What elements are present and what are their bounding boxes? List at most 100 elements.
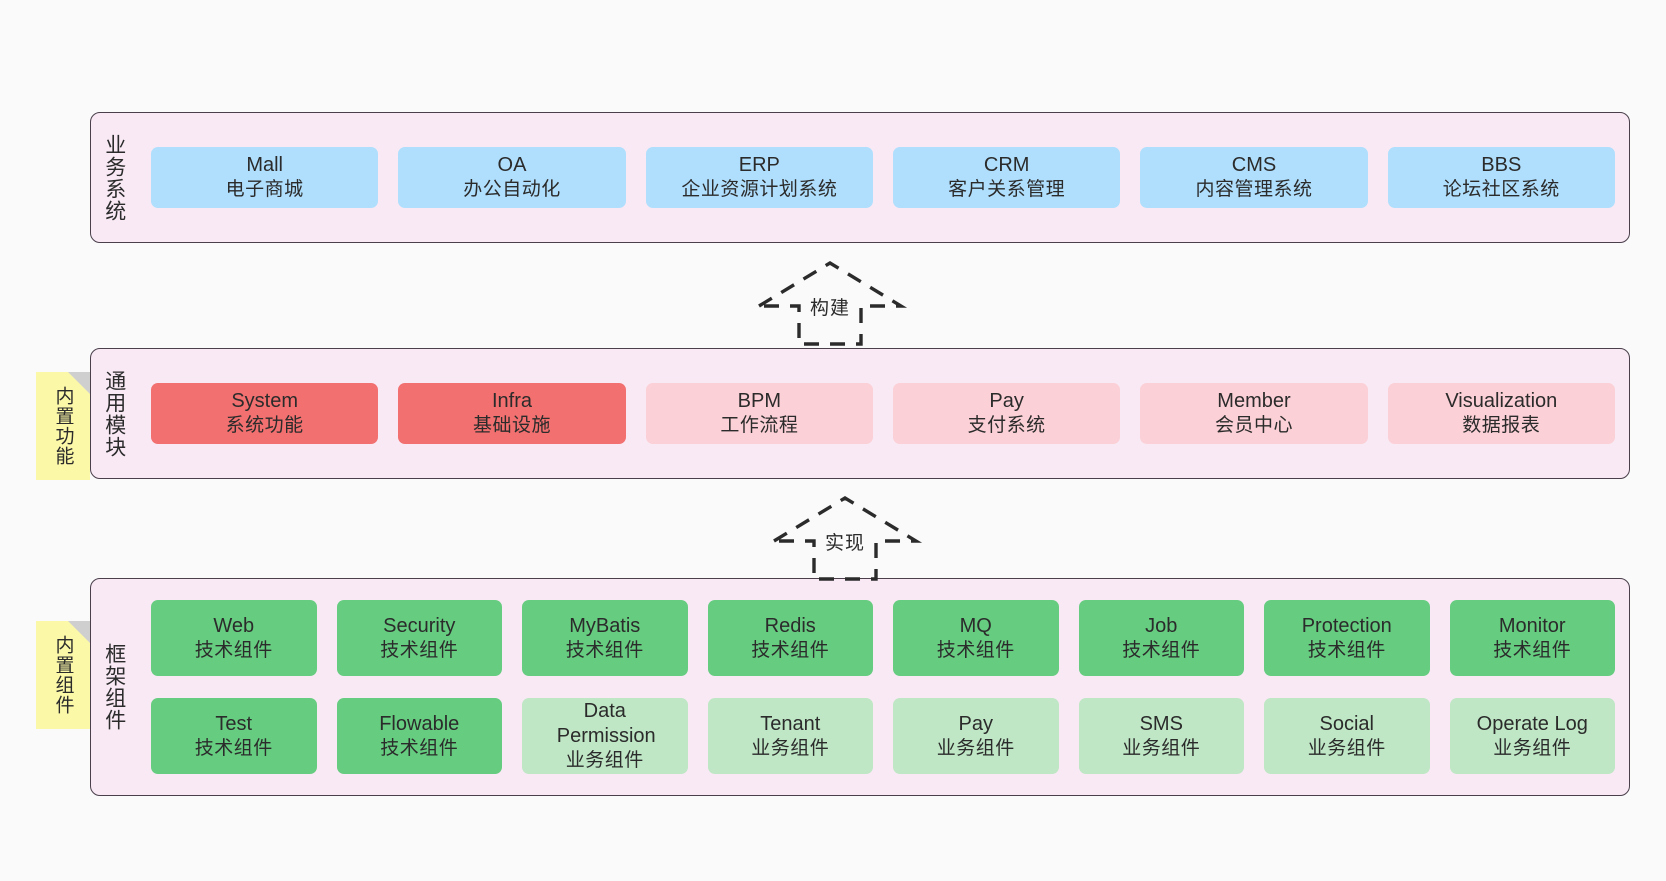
layer-body-framework-component: Web 技术组件 Security 技术组件 MyBatis 技术组件 Redi… xyxy=(137,579,1629,795)
card-bbs[interactable]: BBS 论坛社区系统 xyxy=(1387,147,1615,208)
card-pay[interactable]: Pay 支付系统 xyxy=(892,383,1121,444)
card-oa[interactable]: OA 办公自动化 xyxy=(398,147,626,208)
layer-title-business: 业务系统 xyxy=(102,133,126,222)
card-title-en: Job xyxy=(1145,614,1178,637)
card-title-en: Tenant xyxy=(760,712,821,735)
card-title-en: Flowable xyxy=(379,712,460,735)
note-builtin-function: 内置功能 xyxy=(36,372,90,480)
card-title-en: Social xyxy=(1319,712,1374,735)
card-title-en: MyBatis xyxy=(569,614,641,637)
card-title-cn: 客户关系管理 xyxy=(948,179,1066,201)
card-mybatis[interactable]: MyBatis 技术组件 xyxy=(522,600,688,676)
card-system[interactable]: System 系统功能 xyxy=(151,383,379,444)
card-title-en: BPM xyxy=(737,390,781,413)
layer-body-common-module: System 系统功能 Infra 基础设施 BPM 工作流程 Pay 支付系统… xyxy=(137,349,1629,478)
card-redis[interactable]: Redis 技术组件 xyxy=(707,600,873,676)
card-title-cn: 技术组件 xyxy=(1122,639,1201,661)
note-label: 内置功能 xyxy=(52,386,74,466)
card-operate-log[interactable]: Operate Log 业务组件 xyxy=(1449,698,1615,774)
card-row: Test 技术组件 Flowable 技术组件 Data Permission … xyxy=(151,698,1615,774)
card-protection[interactable]: Protection 技术组件 xyxy=(1264,600,1430,676)
card-title-en: MQ xyxy=(959,614,992,637)
card-title-cn: 内容管理系统 xyxy=(1195,179,1313,201)
card-title-cn: 业务组件 xyxy=(936,737,1015,759)
card-title-cn: 企业资源计划系统 xyxy=(681,179,838,201)
card-row: Mall 电子商城 OA 办公自动化 ERP 企业资源计划系统 CRM 客户关系… xyxy=(151,147,1615,208)
card-row: Web 技术组件 Security 技术组件 MyBatis 技术组件 Redi… xyxy=(151,600,1615,676)
card-job[interactable]: Job 技术组件 xyxy=(1078,600,1244,676)
card-title-cn: 技术组件 xyxy=(380,639,459,661)
card-social[interactable]: Social 业务组件 xyxy=(1264,698,1430,774)
card-title-en: Security xyxy=(383,614,456,637)
card-monitor[interactable]: Monitor 技术组件 xyxy=(1449,600,1615,676)
card-title-en: ERP xyxy=(738,154,780,177)
card-title-cn: 技术组件 xyxy=(936,639,1015,661)
card-title-cn: 办公自动化 xyxy=(463,179,561,201)
card-data-permission[interactable]: Data Permission 业务组件 xyxy=(522,698,688,774)
card-mall[interactable]: Mall 电子商城 xyxy=(151,147,379,208)
layer-framework-component: 框架组件 Web 技术组件 Security 技术组件 MyBatis 技术组件… xyxy=(90,578,1630,796)
layer-business-system: 业务系统 Mall 电子商城 OA 办公自动化 ERP 企业资源计划系统 CRM… xyxy=(90,112,1630,243)
card-title-cn: 技术组件 xyxy=(565,639,644,661)
card-bpm[interactable]: BPM 工作流程 xyxy=(645,383,873,444)
note-label: 内置组件 xyxy=(52,635,74,715)
card-title-en: Redis xyxy=(764,614,816,637)
card-erp[interactable]: ERP 企业资源计划系统 xyxy=(645,147,873,208)
card-sms[interactable]: SMS 业务组件 xyxy=(1078,698,1244,774)
card-tenant[interactable]: Tenant 业务组件 xyxy=(707,698,873,774)
card-title-cn: 业务组件 xyxy=(1307,737,1386,759)
card-pay-component[interactable]: Pay 业务组件 xyxy=(893,698,1059,774)
card-crm[interactable]: CRM 客户关系管理 xyxy=(892,147,1121,208)
card-security[interactable]: Security 技术组件 xyxy=(336,600,502,676)
arrow-build: 构建 xyxy=(752,258,908,346)
card-title-cn: 会员中心 xyxy=(1214,415,1293,437)
card-title-cn: 技术组件 xyxy=(380,737,459,759)
card-title-en: SMS xyxy=(1139,712,1183,735)
card-title-en: Web xyxy=(213,614,255,637)
layer-common-module: 通用模块 System 系统功能 Infra 基础设施 BPM 工作流程 Pay… xyxy=(90,348,1630,479)
card-mq[interactable]: MQ 技术组件 xyxy=(893,600,1059,676)
card-title-cn: 技术组件 xyxy=(194,639,273,661)
card-title-cn: 技术组件 xyxy=(1493,639,1572,661)
card-visualization[interactable]: Visualization 数据报表 xyxy=(1387,383,1615,444)
card-title-cn: 系统功能 xyxy=(225,415,304,437)
card-title-cn: 业务组件 xyxy=(751,737,830,759)
arrow-label-implement: 实现 xyxy=(824,533,866,554)
card-title-en: Data Permission xyxy=(556,700,656,748)
card-title-en: Test xyxy=(215,712,253,735)
card-title-en: Protection xyxy=(1301,614,1392,637)
card-row: System 系统功能 Infra 基础设施 BPM 工作流程 Pay 支付系统… xyxy=(151,383,1615,444)
card-title-cn: 技术组件 xyxy=(1307,639,1386,661)
card-test[interactable]: Test 技术组件 xyxy=(151,698,317,774)
card-title-en: Monitor xyxy=(1498,614,1566,637)
card-flowable[interactable]: Flowable 技术组件 xyxy=(336,698,502,774)
card-member[interactable]: Member 会员中心 xyxy=(1140,383,1368,444)
card-title-en: Pay xyxy=(958,712,993,735)
card-title-cn: 业务组件 xyxy=(1122,737,1201,759)
arrow-implement: 实现 xyxy=(767,493,923,581)
card-title-en: CMS xyxy=(1231,154,1277,177)
card-title-en: CRM xyxy=(983,154,1030,177)
layer-body-business: Mall 电子商城 OA 办公自动化 ERP 企业资源计划系统 CRM 客户关系… xyxy=(137,113,1629,242)
card-title-cn: 数据报表 xyxy=(1462,415,1541,437)
layer-title-framework-component: 框架组件 xyxy=(102,643,126,731)
card-infra[interactable]: Infra 基础设施 xyxy=(398,383,626,444)
card-title-cn: 论坛社区系统 xyxy=(1442,179,1560,201)
note-builtin-component: 内置组件 xyxy=(36,621,90,729)
layer-title-common-module: 通用模块 xyxy=(102,369,126,458)
arrow-label-build: 构建 xyxy=(809,298,851,319)
card-web[interactable]: Web 技术组件 xyxy=(151,600,317,676)
card-title-en: Infra xyxy=(491,390,532,413)
card-title-cn: 支付系统 xyxy=(967,415,1046,437)
card-title-cn: 技术组件 xyxy=(194,737,273,759)
card-title-en: System xyxy=(231,390,298,413)
card-title-cn: 基础设施 xyxy=(472,415,551,437)
card-title-en: Pay xyxy=(989,390,1024,413)
card-title-cn: 业务组件 xyxy=(1493,737,1572,759)
card-title-en: Visualization xyxy=(1445,390,1558,413)
card-title-cn: 业务组件 xyxy=(565,750,644,772)
card-title-en: OA xyxy=(497,154,527,177)
card-cms[interactable]: CMS 内容管理系统 xyxy=(1140,147,1368,208)
card-title-cn: 技术组件 xyxy=(751,639,830,661)
